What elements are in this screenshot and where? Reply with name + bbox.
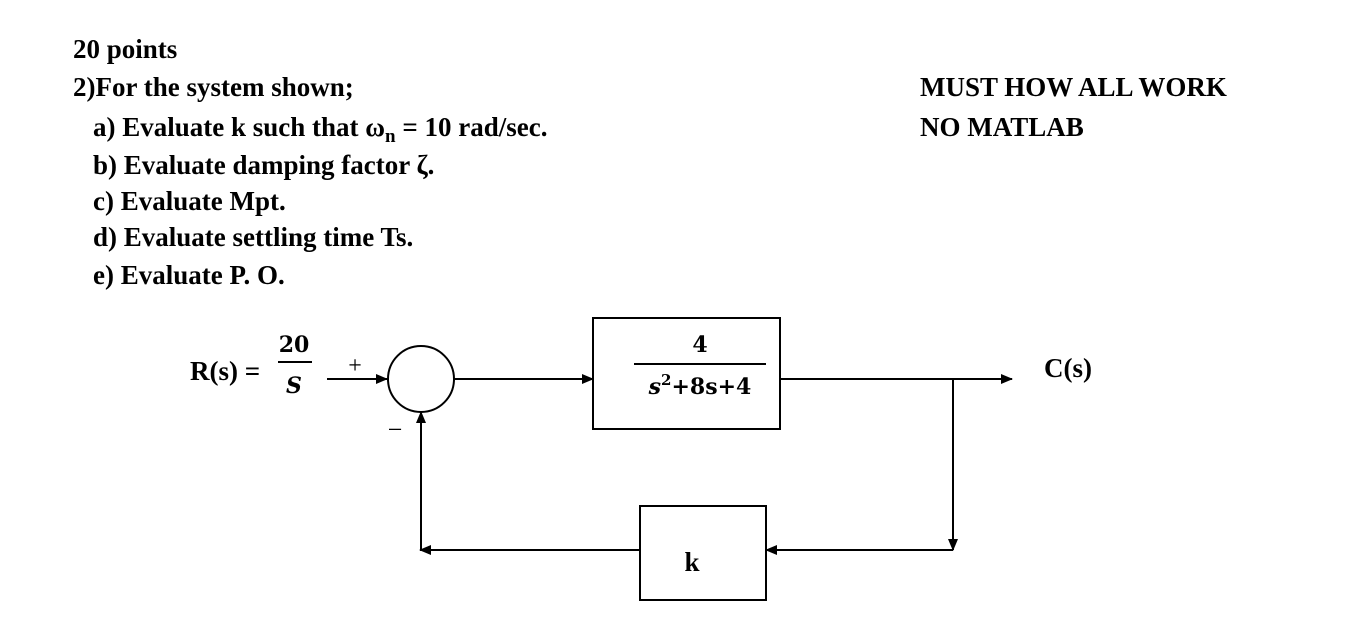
summing-minus-sign: − <box>388 415 403 444</box>
instruction-no-matlab: NO MATLAB <box>920 112 1084 142</box>
output-label: C(s) <box>1044 353 1092 383</box>
forward-den-rest: +8s+4 <box>671 374 751 400</box>
forward-den-exponent: 2 <box>661 371 671 389</box>
feedback-gain-label: k <box>684 547 699 577</box>
forward-numerator: 4 <box>692 332 707 358</box>
summing-junction <box>387 345 455 413</box>
question-title: 2)For the system shown; <box>73 72 354 102</box>
item-c: c) Evaluate Mpt. <box>93 186 286 216</box>
summing-plus-sign: + <box>348 353 362 379</box>
input-label: R(s) = <box>190 356 260 386</box>
forward-transfer-block <box>592 317 781 430</box>
item-b: b) Evaluate damping factor ζ. <box>93 150 435 180</box>
item-d: d) Evaluate settling time Ts. <box>93 222 414 252</box>
instruction-show-work: MUST HOW ALL WORK <box>920 72 1227 102</box>
item-a: a) Evaluate k such that ωn = 10 rad/sec. <box>93 112 548 147</box>
item-a-prefix: a) Evaluate k such that ω <box>93 112 386 142</box>
item-a-subscript: n <box>385 126 396 147</box>
forward-denominator: s2+8s+4 <box>648 371 752 400</box>
input-numerator: 20 <box>279 332 310 358</box>
points-heading: 20 points <box>73 34 178 64</box>
forward-den-s: s <box>648 374 661 400</box>
input-denominator: S <box>286 373 302 399</box>
item-e: e) Evaluate P. O. <box>93 260 285 290</box>
feedback-gain-block <box>639 505 767 601</box>
item-a-suffix: = 10 rad/sec. <box>395 112 548 142</box>
